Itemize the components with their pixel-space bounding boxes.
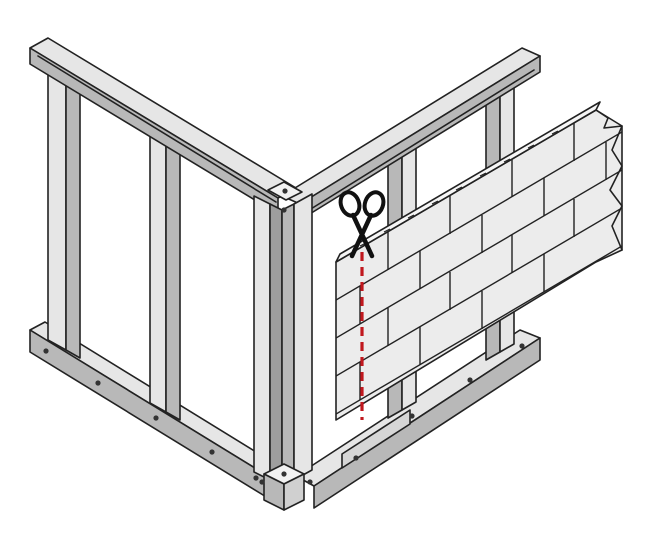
screw — [209, 449, 215, 455]
left-bottom-track-front — [29, 329, 269, 499]
corner-post — [253, 181, 313, 511]
left-stud-outer — [47, 73, 81, 359]
right-track-screws — [353, 343, 525, 461]
screw — [153, 415, 159, 421]
left-stud-middle — [149, 133, 181, 421]
panel-interlock-edge — [595, 109, 623, 251]
mortar-row — [336, 245, 622, 415]
screw — [253, 475, 259, 481]
right-bottom-track-front — [313, 337, 541, 509]
screw — [307, 479, 313, 485]
left-track-screws — [43, 348, 259, 481]
corner-bottom-block-right — [283, 473, 305, 511]
panel-mortar-joints — [359, 123, 607, 400]
mortar-row — [336, 169, 622, 339]
screw — [353, 455, 359, 461]
corner-post-left-face — [253, 195, 271, 481]
screw — [519, 343, 525, 349]
scissors-icon — [338, 190, 386, 259]
screw — [95, 380, 101, 386]
right-top-track — [281, 47, 541, 221]
corner-post-inner-right — [281, 203, 295, 487]
corner-post-right-face — [293, 193, 313, 481]
screw — [467, 377, 473, 383]
screw — [259, 479, 265, 485]
corner-post-inner-left — [269, 203, 283, 487]
facade-panel — [335, 101, 623, 421]
left-wall-frame — [29, 37, 297, 499]
screw — [43, 348, 49, 354]
screw — [409, 413, 415, 419]
screw — [281, 471, 287, 477]
screw — [282, 188, 288, 194]
panel-nailing-flange — [335, 101, 601, 263]
starter-strip — [341, 409, 411, 469]
right-bottom-track — [295, 329, 541, 509]
screw — [281, 207, 287, 213]
